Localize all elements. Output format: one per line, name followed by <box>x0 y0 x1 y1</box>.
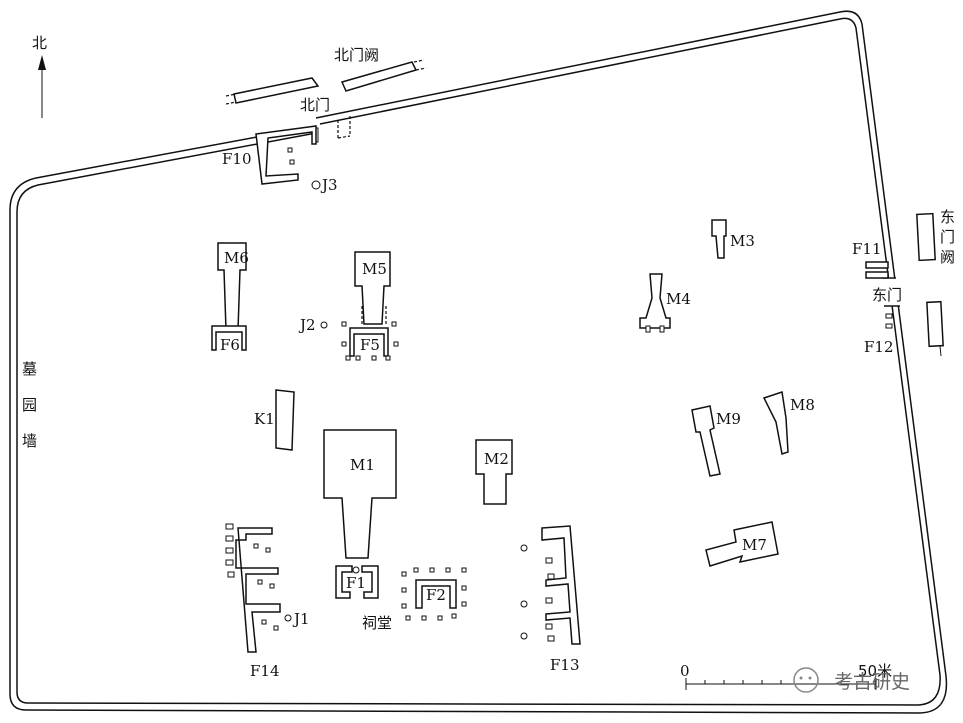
f5-postholes <box>341 321 399 361</box>
building-f6: F6 <box>211 325 247 354</box>
label-f13: F13 <box>550 656 580 674</box>
f2-postholes <box>401 567 467 621</box>
label-j3: J3 <box>320 176 338 194</box>
label-m4: M4 <box>666 290 691 308</box>
tomb-m5: M5 <box>354 251 391 325</box>
label-j2: J2 <box>298 316 316 334</box>
east-gate: 东 门 阙 东门 <box>872 208 955 357</box>
watermark-text: 考古研史 <box>834 671 910 693</box>
east-gate-towers-char-2: 门 <box>940 228 955 246</box>
building-f14: J1 F14 <box>225 523 310 680</box>
label-f10: F10 <box>222 150 252 168</box>
north-gate-towers-label: 北门阙 <box>334 46 379 64</box>
f14-postholes <box>225 523 279 631</box>
building-f13: F13 <box>520 525 581 674</box>
east-gate-label: 东门 <box>872 286 902 304</box>
cemetery-wall <box>9 10 948 714</box>
north-label: 北 <box>32 34 47 52</box>
label-m5: M5 <box>362 260 387 278</box>
kiln-k1: K1 <box>254 389 295 451</box>
tomb-m6: M6 <box>217 242 249 331</box>
label-m1: M1 <box>350 456 375 474</box>
well-j3 <box>311 180 321 190</box>
building-f5: F5 <box>341 306 399 361</box>
tomb-m2: M2 <box>475 439 513 505</box>
north-gate: 北门阙 北门 <box>225 46 427 143</box>
north-arrow: 北 <box>32 34 47 118</box>
watermark: 考古研史 <box>793 667 910 693</box>
tomb-m8: M8 <box>762 391 815 455</box>
f13-postholes <box>520 544 555 642</box>
building-f1: F1 <box>335 565 379 599</box>
label-k1: K1 <box>254 410 275 428</box>
east-gate-towers-char-3: 阙 <box>940 248 955 266</box>
scale-bar: 0 50米 <box>680 662 892 690</box>
label-f6: F6 <box>220 336 240 354</box>
label-f14: F14 <box>250 662 280 680</box>
label-f2: F2 <box>426 586 446 604</box>
wall-label-char-1: 墓 <box>22 360 37 378</box>
label-f12: F12 <box>864 338 894 356</box>
scale-end: 50米 <box>858 662 892 680</box>
wechat-icon <box>793 667 819 693</box>
label-m8: M8 <box>790 396 815 414</box>
tomb-m1: M1 <box>323 429 397 559</box>
label-m2: M2 <box>484 450 509 468</box>
building-f10: F10 <box>222 125 317 185</box>
label-m6: M6 <box>224 249 249 267</box>
east-gate-towers-char-1: 东 <box>940 208 955 226</box>
well-j2 <box>320 321 328 329</box>
label-j1: J1 <box>292 610 310 628</box>
tomb-m7: M7 <box>705 521 779 567</box>
wall-label: 墓 园 墙 <box>22 360 37 450</box>
tomb-m3: M3 <box>711 219 755 259</box>
scale-zero: 0 <box>680 662 690 680</box>
label-f1: F1 <box>346 574 366 592</box>
label-m9: M9 <box>716 410 741 428</box>
tomb-m9: M9 <box>691 405 741 477</box>
label-m7: M7 <box>742 536 767 554</box>
building-f11: F11 <box>852 240 889 279</box>
wall-label-char-2: 园 <box>22 396 37 414</box>
shrine-label: 祠堂 <box>362 614 392 632</box>
label-f11: F11 <box>852 240 882 258</box>
north-gate-label: 北门 <box>300 96 330 114</box>
label-f5: F5 <box>360 336 380 354</box>
label-m3: M3 <box>730 232 755 250</box>
building-f2: F2 祠堂 <box>362 567 467 632</box>
building-f12: F12 <box>864 313 894 356</box>
tomb-m4: M4 <box>639 273 691 333</box>
well-j1 <box>284 614 292 622</box>
wall-label-char-3: 墙 <box>22 432 37 450</box>
